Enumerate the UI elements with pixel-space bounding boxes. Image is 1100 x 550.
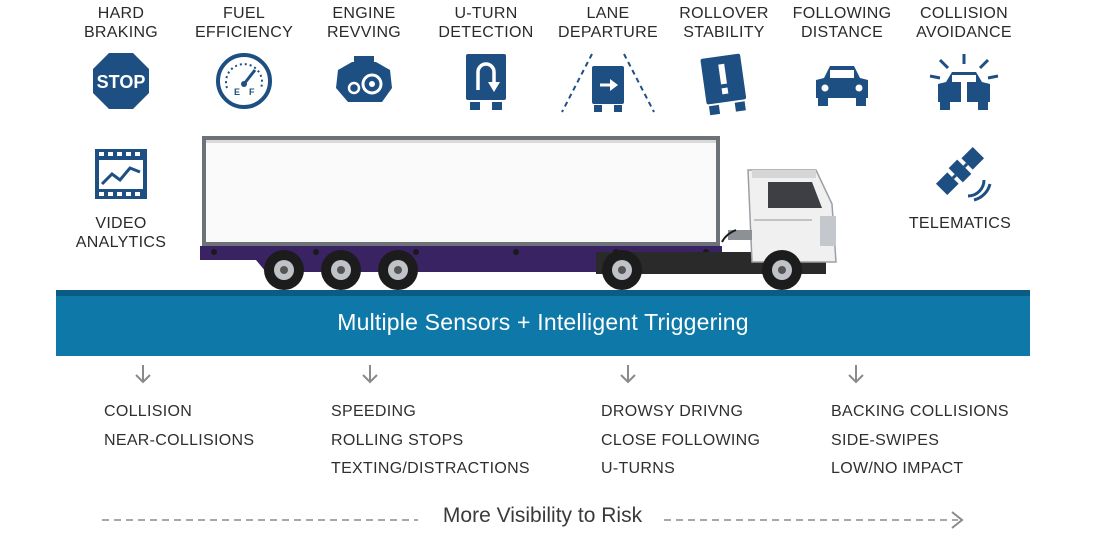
feature-collision-avoidance: COLLISION AVOIDANCE bbox=[899, 4, 1029, 116]
video-label-line2: ANALYTICS bbox=[75, 234, 167, 251]
feature-label-line1: FOLLOWING bbox=[792, 5, 892, 22]
gauge-full-mark: F bbox=[249, 87, 255, 97]
video-label-line1: VIDEO bbox=[95, 215, 147, 232]
rollover-truck-icon bbox=[700, 53, 747, 116]
risk-column-3: DROWSY DRIVNG CLOSE FOLLOWING U-TURNS bbox=[601, 364, 760, 484]
video-chart-icon bbox=[95, 149, 147, 199]
satellite-icon bbox=[935, 146, 992, 202]
list-item: LOW/NO IMPACT bbox=[831, 460, 964, 477]
risk-column-2: SPEEDING ROLLING STOPS TEXTING/DISTRACTI… bbox=[331, 364, 530, 484]
feature-engine-revving: ENGINE REVVING bbox=[299, 4, 429, 110]
collision-car-icon bbox=[929, 54, 999, 110]
sensor-band-title: Multiple Sensors + Intelligent Triggerin… bbox=[337, 309, 749, 335]
feature-video-analytics: VIDEO ANALYTICS bbox=[56, 148, 186, 252]
down-arrow-icon bbox=[362, 365, 378, 384]
feature-label-line1: ROLLOVER bbox=[679, 5, 769, 22]
feature-u-turn-detection: U-TURN DETECTION bbox=[421, 4, 551, 112]
feature-label-line1: FUEL bbox=[222, 5, 266, 22]
truck-illustration bbox=[200, 136, 837, 290]
sensor-band-edge bbox=[56, 290, 1030, 296]
feature-label-line1: ENGINE bbox=[332, 5, 396, 22]
feature-fuel-efficiency: FUEL EFFICIENCY E F bbox=[179, 4, 309, 110]
telematics-label: TELEMATICS bbox=[908, 215, 1012, 232]
feature-label-line1: HARD bbox=[97, 5, 145, 22]
feature-label-line1: COLLISION bbox=[919, 5, 1009, 22]
down-arrow-icon bbox=[848, 365, 864, 384]
feature-label-line1: LANE bbox=[586, 5, 630, 22]
feature-rollover-stability: ROLLOVER STABILITY bbox=[659, 4, 789, 116]
list-item: SPEEDING bbox=[331, 403, 417, 420]
risk-column-1: COLLISION NEAR-COLLISIONS bbox=[104, 364, 254, 455]
u-turn-truck-icon bbox=[466, 54, 506, 110]
feature-label-line2: EFFICIENCY bbox=[194, 24, 294, 41]
feature-label-line2: AVOIDANCE bbox=[916, 24, 1012, 41]
feature-label-line2: DEPARTURE bbox=[558, 24, 658, 41]
footer-arrow-icon bbox=[664, 511, 964, 529]
footer-dashed-line-left bbox=[102, 519, 418, 521]
feature-label-line2: DISTANCE bbox=[800, 24, 884, 41]
list-item: BACKING COLLISIONS bbox=[831, 403, 1009, 420]
list-item: SIDE-SWIPES bbox=[831, 431, 940, 449]
list-item: CLOSE FOLLOWING bbox=[601, 431, 761, 449]
feature-hard-braking: HARD BRAKING STOP bbox=[56, 4, 186, 110]
list-item: COLLISION bbox=[104, 403, 193, 420]
feature-label-line2: STABILITY bbox=[683, 24, 765, 41]
feature-label-line2: BRAKING bbox=[83, 24, 159, 41]
list-item: NEAR-COLLISIONS bbox=[104, 431, 255, 449]
car-icon bbox=[816, 66, 868, 106]
down-arrow-icon bbox=[620, 365, 636, 384]
lane-departure-icon bbox=[561, 53, 655, 113]
stop-sign-icon: STOP bbox=[93, 53, 149, 109]
feature-label-line2: REVVING bbox=[326, 24, 402, 41]
list-item: ROLLING STOPS bbox=[331, 431, 464, 449]
sensor-band bbox=[56, 290, 1030, 356]
list-item: DROWSY DRIVNG bbox=[601, 403, 744, 420]
cab-wheels bbox=[602, 250, 802, 290]
down-arrow-icon bbox=[135, 365, 151, 384]
list-item: TEXTING/DISTRACTIONS bbox=[331, 460, 530, 477]
feature-label-line2: DETECTION bbox=[438, 24, 534, 41]
feature-following-distance: FOLLOWING DISTANCE bbox=[777, 4, 907, 112]
trailer-wheels bbox=[264, 250, 418, 290]
gauge-empty-mark: E bbox=[234, 87, 240, 97]
stop-sign-text: STOP bbox=[97, 72, 146, 92]
engine-icon bbox=[336, 56, 392, 102]
fuel-gauge-icon: E F bbox=[216, 53, 272, 109]
risk-column-4: BACKING COLLISIONS SIDE-SWIPES LOW/NO IM… bbox=[831, 364, 1009, 484]
feature-lane-departure: LANE DEPARTURE bbox=[543, 4, 673, 114]
list-item: U-TURNS bbox=[601, 460, 676, 477]
feature-label-line1: U-TURN bbox=[454, 5, 518, 22]
footer-caption: More Visibility to Risk bbox=[442, 504, 643, 527]
feature-telematics: TELEMATICS bbox=[895, 140, 1025, 233]
